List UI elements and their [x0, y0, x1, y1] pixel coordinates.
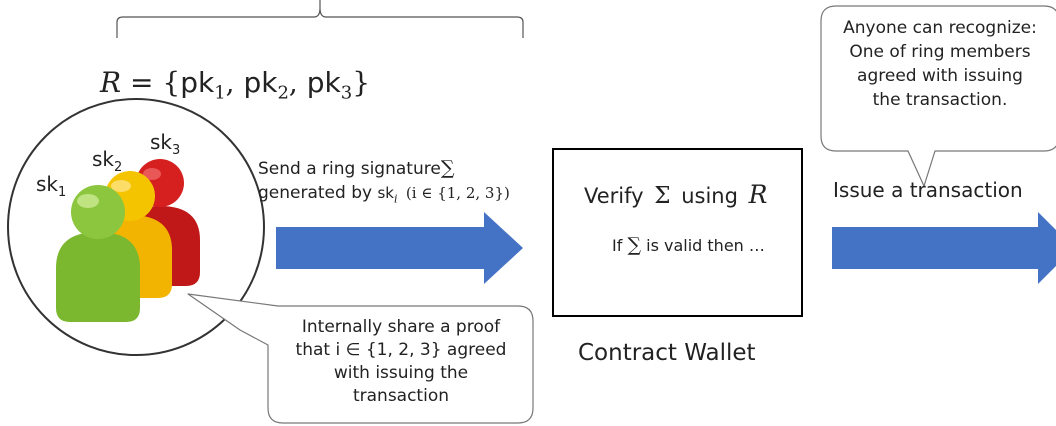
- sk3-label: sk3: [150, 130, 181, 158]
- verify-sigma: Σ: [654, 183, 671, 209]
- sk2-label: sk2: [92, 147, 123, 175]
- send-label-line1: Send a ring signature: [258, 159, 441, 179]
- if-valid-line: If ∑ is valid then …: [612, 234, 765, 256]
- public-bubble-line: Anyone can recognize:: [843, 18, 1037, 38]
- sk-i-label: sk: [377, 184, 394, 202]
- internal-bubble-line: transaction: [352, 386, 450, 406]
- internal-speech-bubble: [187, 293, 534, 424]
- pk-subscript: 3: [340, 82, 353, 104]
- public-speech-bubble: [820, 5, 1056, 187]
- set-open-brace: {: [162, 66, 181, 99]
- index-condition: (i ∈ {1, 2, 3}): [405, 184, 510, 202]
- sk-i-subscript: i: [393, 192, 398, 206]
- issue-label: Issue a transaction: [833, 178, 1023, 202]
- sk1-label: sk1: [36, 172, 67, 200]
- internal-bubble-line: Internally share a proof: [301, 317, 501, 337]
- contract-wallet-box: [552, 148, 803, 317]
- top-brace: [116, 0, 524, 38]
- pk-subscript: 2: [277, 82, 289, 104]
- public-bubble-line: One of ring members: [849, 42, 1031, 62]
- pk-subscript: 1: [214, 82, 226, 104]
- send-label-line2: generated by: [258, 183, 373, 203]
- ring-symbol: R: [100, 66, 122, 99]
- issue-arrow: [832, 212, 1056, 284]
- set-close-brace: }: [352, 66, 371, 99]
- sigma-symbol: ∑: [440, 157, 455, 179]
- verify-line: Verify Σ using R: [584, 180, 768, 209]
- contract-wallet-label: Contract Wallet: [578, 340, 756, 366]
- verify-r: R: [748, 180, 768, 209]
- pk-label: pk: [243, 66, 278, 99]
- pk-label: pk: [180, 66, 215, 99]
- public-bubble-text: Anyone can recognize: One of ring member…: [824, 16, 1056, 112]
- internal-bubble-text: Internally share a proof that i ∈ {1, 2,…: [270, 316, 532, 408]
- send-label: Send a ring signature∑ generated by ski …: [258, 156, 510, 211]
- person-green-icon: [56, 185, 140, 322]
- equals-sign: =: [130, 66, 154, 99]
- ring-set-formula: R = {pk1, pk2, pk3}: [100, 66, 371, 104]
- pk-label: pk: [306, 66, 341, 99]
- internal-bubble-line: that i ∈ {1, 2, 3} agreed: [295, 340, 507, 360]
- send-arrow: [276, 212, 523, 284]
- internal-bubble-line: with issuing the: [333, 363, 469, 383]
- public-bubble-line: agreed with issuing: [857, 66, 1023, 86]
- public-bubble-line: the transaction.: [872, 90, 1008, 110]
- if-sigma: ∑: [627, 234, 642, 256]
